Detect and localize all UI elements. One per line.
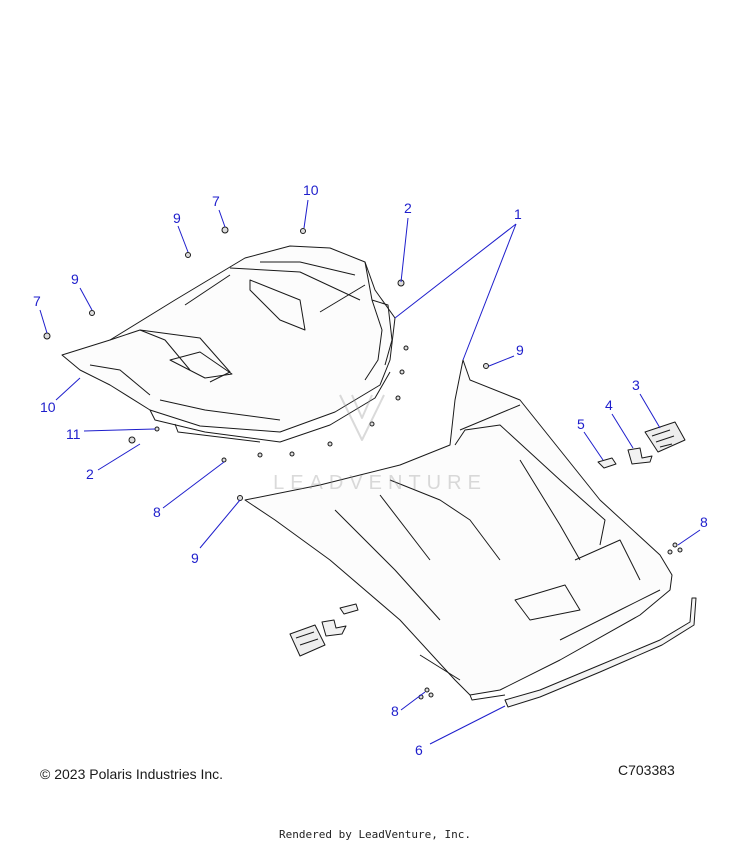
latch-right xyxy=(597,421,686,469)
callout-10[interactable]: 10 xyxy=(303,182,319,198)
callout-8[interactable]: 8 xyxy=(153,504,161,520)
callout-7[interactable]: 7 xyxy=(33,293,41,309)
part-code: C703383 xyxy=(618,762,675,778)
latch-left xyxy=(289,603,359,657)
callout-1[interactable]: 1 xyxy=(514,206,522,222)
callout-2[interactable]: 2 xyxy=(86,466,94,482)
seal-strip xyxy=(504,597,697,708)
callout-11[interactable]: 11 xyxy=(66,426,81,442)
callout-4[interactable]: 4 xyxy=(605,397,613,413)
callout-9[interactable]: 9 xyxy=(516,342,524,358)
watermark: LEADVENTURE xyxy=(273,472,487,494)
callout-9[interactable]: 9 xyxy=(173,210,181,226)
callout-8[interactable]: 8 xyxy=(700,514,708,530)
callout-6[interactable]: 6 xyxy=(415,742,423,758)
callout-9[interactable]: 9 xyxy=(191,550,199,566)
copyright-text: © 2023 Polaris Industries Inc. xyxy=(40,766,224,782)
rendered-by-footer: Rendered by LeadVenture, Inc. xyxy=(278,828,472,841)
callout-5[interactable]: 5 xyxy=(577,416,585,432)
watermark-emblem xyxy=(339,394,385,441)
callout-9[interactable]: 9 xyxy=(71,271,79,287)
callout-3[interactable]: 3 xyxy=(632,377,640,393)
leader-lines xyxy=(39,199,701,745)
callout-8[interactable]: 8 xyxy=(391,703,399,719)
callout-2[interactable]: 2 xyxy=(404,200,412,216)
upper-hood-panel xyxy=(61,245,396,443)
callout-10[interactable]: 10 xyxy=(40,399,56,415)
lower-hood-panel xyxy=(244,359,673,701)
callout-7[interactable]: 7 xyxy=(212,193,220,209)
